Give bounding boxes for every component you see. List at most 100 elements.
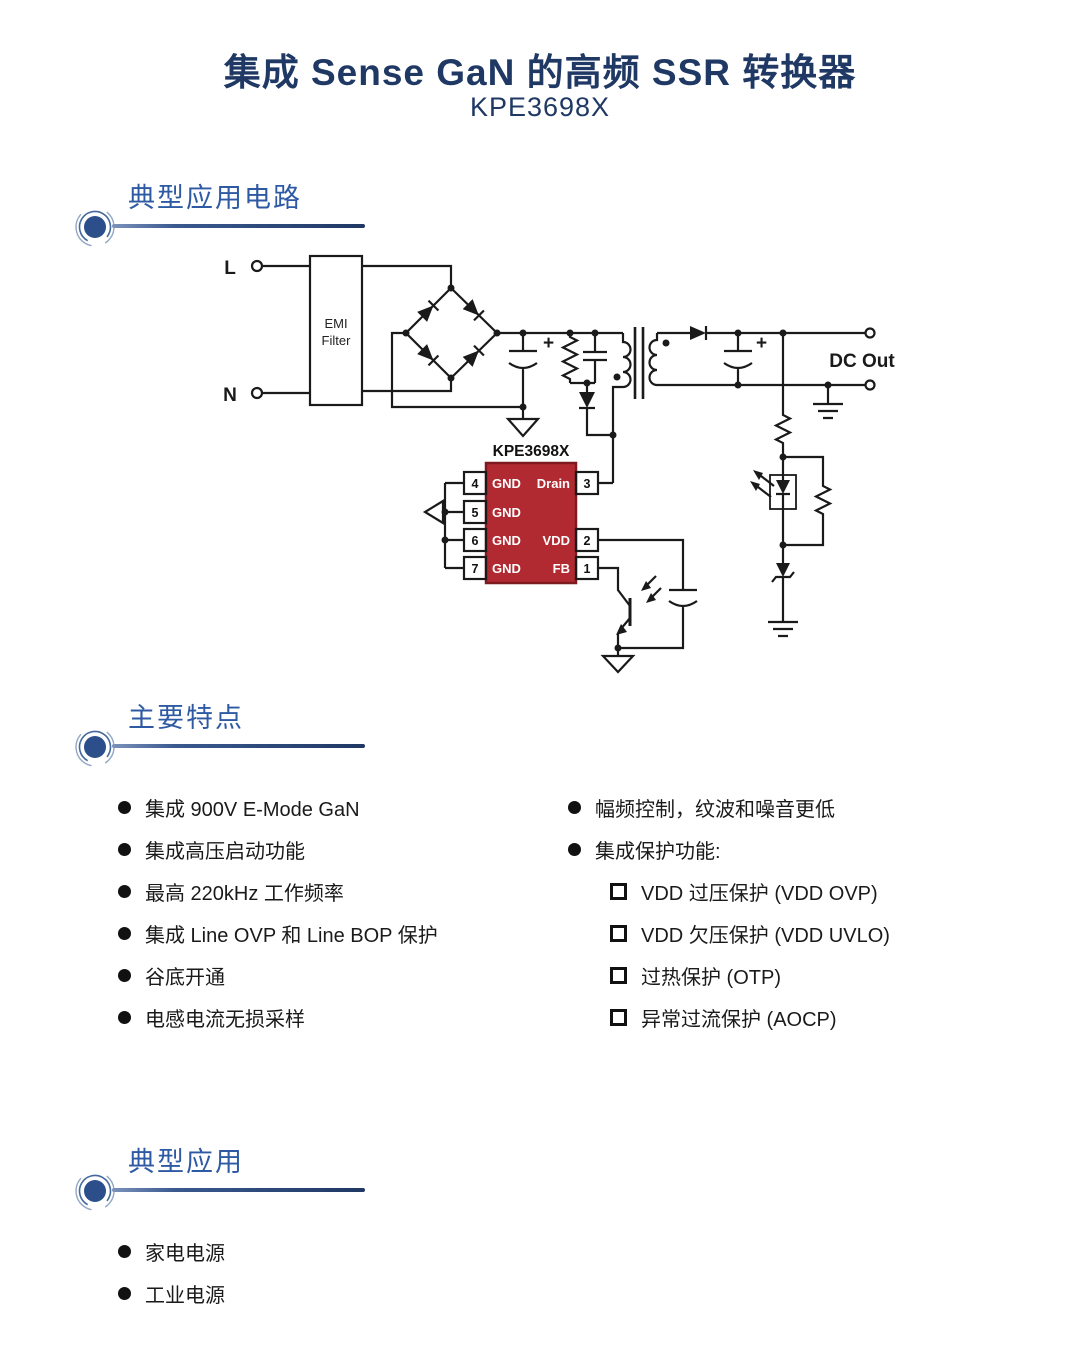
bullet-dot-icon	[118, 800, 131, 814]
feature-text: 异常过流保护 (AOCP)	[641, 1008, 837, 1031]
feature-text: 电感电流无损采样	[145, 1008, 305, 1031]
output-diode-icon	[690, 326, 706, 340]
feature-text: 幅频控制，纹波和噪音更低	[595, 798, 835, 821]
bullet-dot-icon	[118, 1244, 131, 1258]
chip-body	[484, 461, 578, 585]
feature-subitem: VDD 过压保护 (VDD OVP)	[568, 880, 890, 905]
feature-text: 集成高压启动功能	[145, 840, 305, 863]
applications-list: 家电电源 工业电源	[118, 1240, 225, 1324]
section-divider-line	[112, 224, 365, 228]
ringed-dot-icon	[75, 727, 115, 767]
dc-out-label: DC Out	[829, 351, 895, 372]
part-number: KPE3698X	[469, 92, 611, 122]
feature-item: 幅频控制，纹波和噪音更低	[568, 796, 890, 821]
chip-left-pins: 4 5 6 7 GND GND GND GND	[462, 470, 521, 581]
light-in-arrow-icon	[641, 581, 651, 591]
application-text: 家电电源	[145, 1242, 225, 1265]
secondary-polarity-dot	[662, 339, 670, 347]
svg-text:VDD: VDD	[543, 533, 570, 548]
cap-plus-sign: +	[756, 333, 767, 354]
feature-item: 集成 900V E-Mode GaN	[118, 796, 438, 821]
svg-text:4: 4	[472, 477, 479, 491]
application-text: 工业电源	[145, 1284, 225, 1307]
section-divider-line	[112, 1188, 365, 1192]
section-heading: 典型应用电路	[128, 183, 302, 213]
feature-text: 集成保护功能:	[595, 840, 721, 863]
feature-item: 电感电流无损采样	[118, 1006, 438, 1031]
bridge-rectifier	[417, 299, 485, 367]
dc-out-plus-terminal	[864, 327, 876, 339]
circuit-symbols	[579, 326, 790, 635]
svg-text:2: 2	[584, 534, 591, 548]
ground-icon	[600, 654, 636, 674]
feature-subitem: 异常过流保护 (AOCP)	[568, 1006, 890, 1031]
chip-kpe3698x: KPE3698X 4 5 6 7 GND GND GND GND 3 2 1 D…	[462, 443, 600, 585]
svg-text:7: 7	[472, 562, 479, 576]
feature-item: 集成高压启动功能	[118, 838, 438, 863]
chip-title: KPE3698X	[493, 443, 570, 460]
emi-filter: EMI Filter	[308, 254, 364, 407]
neutral-terminal	[250, 386, 264, 400]
feature-text: 集成 900V E-Mode GaN	[145, 798, 360, 821]
feature-text: 最高 220kHz 工作频率	[145, 882, 344, 905]
svg-text:Drain: Drain	[537, 476, 570, 491]
bullet-dot-icon	[118, 968, 131, 982]
line-label: L	[224, 258, 236, 279]
neutral-label: N	[223, 385, 237, 406]
line-terminal	[250, 259, 264, 273]
svg-text:GND: GND	[492, 505, 521, 520]
bullet-dot-icon	[568, 800, 581, 814]
chip-ground-icon	[422, 499, 445, 525]
section-heading: 主要特点	[128, 703, 244, 733]
emi-label: Filter	[322, 333, 352, 348]
svg-text:GND: GND	[492, 476, 521, 491]
primary-polarity-dot	[613, 373, 621, 381]
emi-label: EMI	[324, 316, 347, 331]
feature-text: 集成 Line OVP 和 Line BOP 保护	[145, 924, 438, 947]
ringed-dot-icon	[75, 207, 115, 247]
feature-item: 谷底开通	[118, 964, 438, 989]
chip-right-pins: 3 2 1 Drain VDD FB	[537, 470, 600, 581]
application-circuit-diagram: EMI Filter L N DC Out + + KPE3698X	[223, 254, 895, 674]
section-header-applications: 典型应用	[55, 1140, 395, 1232]
features-right-column: 幅频控制，纹波和噪音更低 集成保护功能: VDD 过压保护 (VDD OVP) …	[568, 796, 890, 1048]
feature-text: 过热保护 (OTP)	[641, 966, 781, 989]
svg-text:6: 6	[472, 534, 479, 548]
led-arrow-icon	[750, 481, 760, 491]
section-header-features: 主要特点	[55, 696, 395, 788]
bullet-square-icon	[610, 966, 627, 984]
clamp-diode-icon	[579, 392, 595, 408]
svg-text:3: 3	[584, 477, 591, 491]
svg-text:FB: FB	[553, 561, 570, 576]
section-bullet-decoration	[72, 724, 384, 770]
bullet-dot-icon	[568, 842, 581, 856]
feature-text: VDD 过压保护 (VDD OVP)	[641, 882, 878, 905]
section-heading: 典型应用	[128, 1147, 244, 1177]
ground-icon	[505, 417, 541, 438]
svg-text:5: 5	[472, 506, 479, 520]
light-in-arrow-icon	[646, 593, 656, 603]
zener-diode-icon	[776, 563, 790, 577]
junction-dots	[402, 284, 832, 652]
bullet-dot-icon	[118, 884, 131, 898]
section-bullet-decoration	[72, 204, 384, 250]
bullet-dot-icon	[118, 1286, 131, 1300]
bullet-dot-icon	[118, 1010, 131, 1024]
bullet-dot-icon	[118, 842, 131, 856]
bullet-square-icon	[610, 924, 627, 942]
svg-text:GND: GND	[492, 533, 521, 548]
features-left-column: 集成 900V E-Mode GaN 集成高压启动功能 最高 220kHz 工作…	[118, 796, 438, 1048]
feature-subitem: VDD 欠压保护 (VDD UVLO)	[568, 922, 890, 947]
application-item: 工业电源	[118, 1282, 225, 1307]
svg-text:GND: GND	[492, 561, 521, 576]
page-title: 集成 Sense GaN 的高频 SSR 转换器	[223, 52, 857, 93]
led-arrow-icon	[753, 470, 763, 480]
bullet-dot-icon	[118, 926, 131, 940]
cap-plus-sign: +	[543, 333, 554, 354]
feature-text: VDD 欠压保护 (VDD UVLO)	[641, 924, 890, 947]
circuit-wires	[262, 264, 865, 656]
application-item: 家电电源	[118, 1240, 225, 1265]
feature-item: 最高 220kHz 工作频率	[118, 880, 438, 905]
dc-out-minus-terminal	[864, 379, 876, 391]
